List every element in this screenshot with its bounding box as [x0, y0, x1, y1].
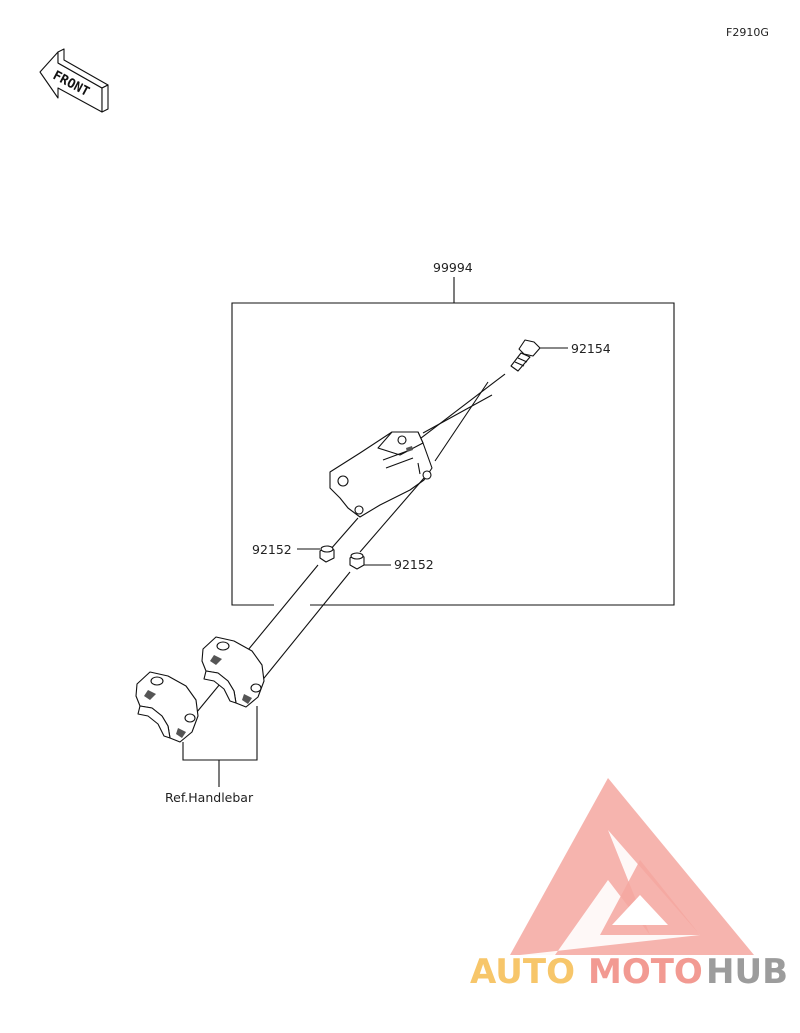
guide-line-left-mid: [329, 517, 359, 551]
guide-line-right-top: [434, 381, 489, 462]
guide-line-left-long: [191, 564, 319, 719]
bolt-part: [510, 339, 568, 372]
watermark-word-hub: HUB: [706, 952, 788, 992]
reference-bracket-line: [182, 706, 258, 761]
assembly-box: [231, 302, 675, 606]
assembly-part-number: 99994: [433, 260, 473, 275]
front-arrow-icon: FRONT: [39, 48, 109, 113]
watermark-word-moto: MOTO: [588, 952, 703, 992]
guide-line-right-long: [255, 571, 351, 689]
handlebar-clamp-left: [135, 671, 199, 743]
collar-left-part-number: 92152: [252, 542, 292, 557]
bolt-guide-line-b: [422, 394, 493, 434]
bolt-guide-line: [420, 373, 506, 439]
collar-right-part-number: 92152: [394, 557, 434, 572]
figure-code: F2910G: [726, 26, 769, 39]
bolt-part-number: 92154: [571, 341, 611, 356]
collar-left-part: [297, 545, 335, 563]
mount-bracket: [329, 431, 433, 518]
watermark-logo: AUTO MOTO HUB: [470, 778, 788, 992]
reference-label: Ref.Handlebar: [165, 790, 254, 805]
guide-line-right-mid: [359, 477, 425, 553]
watermark-word-auto: AUTO: [470, 952, 575, 992]
collar-right-part: [349, 552, 391, 570]
handlebar-clamp-right: [201, 636, 265, 708]
